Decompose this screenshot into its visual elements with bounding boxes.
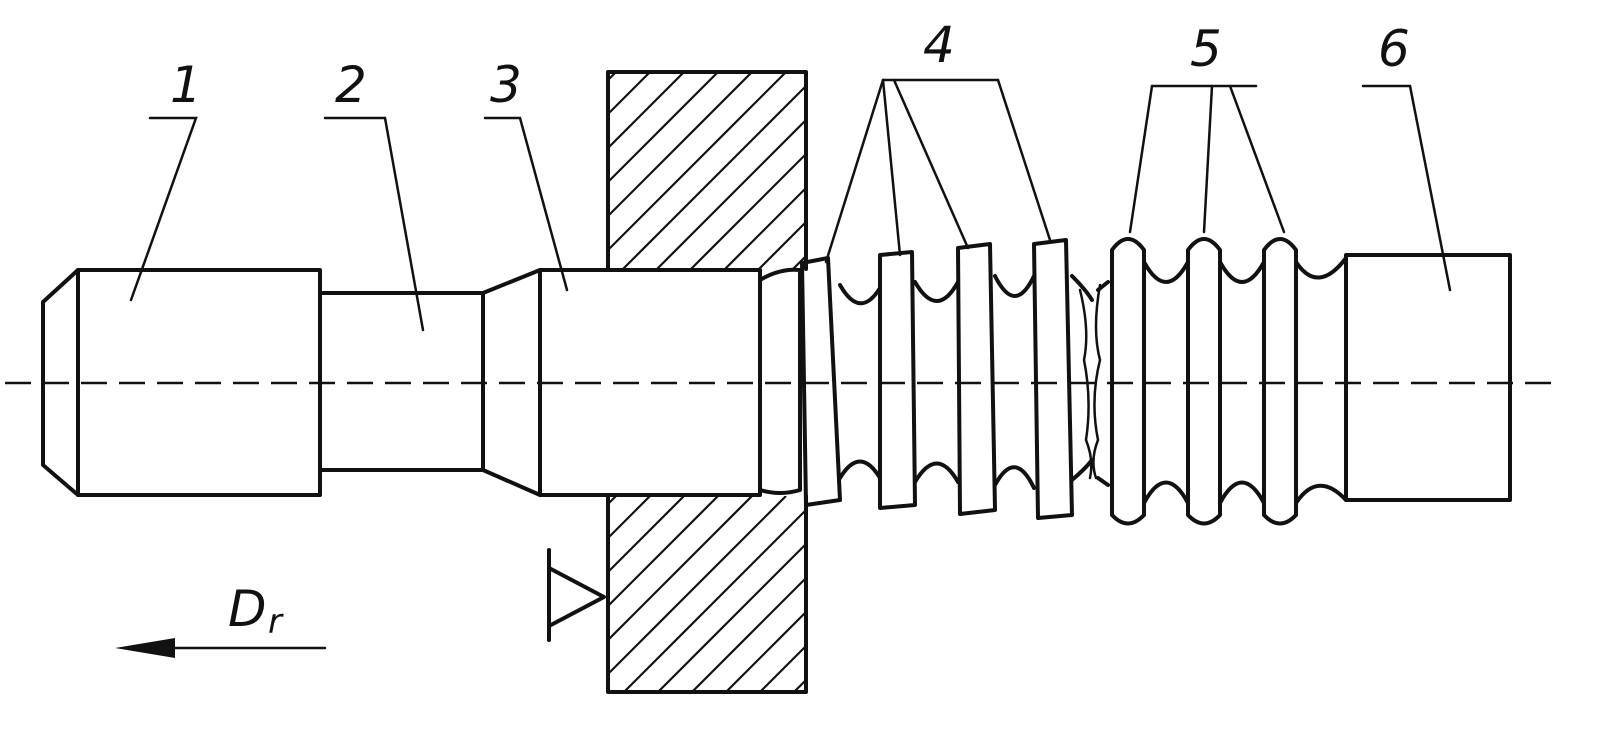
leader-3	[483, 116, 569, 292]
label-4: 4	[923, 16, 955, 74]
leader-1	[129, 116, 198, 302]
label-1: 1	[170, 56, 202, 114]
zone-6-calibrated	[1344, 253, 1512, 502]
direction-symbol: D	[228, 580, 267, 638]
die-block-bottom	[606, 494, 808, 694]
zone-4-forming	[758, 238, 1102, 520]
label-5: 5	[1190, 20, 1222, 78]
label-2: 2	[335, 56, 367, 114]
datum-triangle-icon	[547, 548, 606, 642]
zone-2-reduced	[318, 268, 542, 497]
direction-subscript: r	[268, 602, 284, 642]
leader-2	[323, 116, 425, 332]
label-6: 6	[1378, 20, 1410, 78]
zone-3-sizing	[538, 268, 762, 497]
direction-arrow: D r	[115, 580, 327, 658]
die-block-top	[606, 70, 808, 271]
leader-4	[824, 78, 1052, 264]
zone-1-blank	[41, 268, 322, 497]
zone-5-finished	[1096, 237, 1348, 526]
leader-6	[1361, 84, 1452, 292]
leader-5	[1128, 84, 1286, 234]
label-3: 3	[490, 56, 522, 114]
